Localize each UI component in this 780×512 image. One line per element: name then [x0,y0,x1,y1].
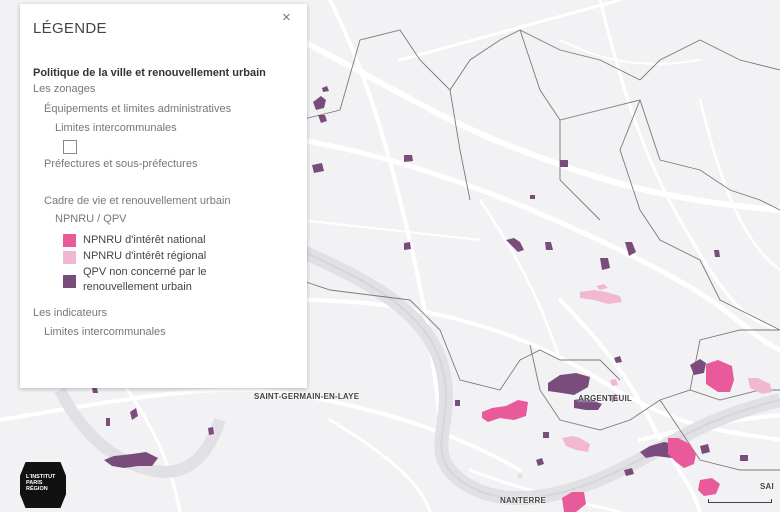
legend-section-zonages: Les zonages [33,83,96,95]
institut-paris-region-logo: L'INSTITUT PARIS RÉGION [20,462,66,508]
swatch-npnru-regional [63,251,76,264]
scale-bar [708,499,772,503]
swatch-npnru-national [63,234,76,247]
legend-qpv-line1: QPV non concerné par le [83,266,207,278]
qpv-other-zones [92,86,748,476]
legend-item-limites-intercommunales-2: Limites intercommunales [44,326,166,338]
legend-npnru-regional: NPNRU d'intérêt régional [83,250,207,262]
close-icon[interactable]: × [282,9,291,26]
label-saint-germain-en-laye: SAINT-GERMAIN-EN-LAYE [254,392,360,401]
legend-item-limites-intercommunales: Limites intercommunales [55,122,177,134]
swatch-qpv-other [63,275,76,288]
logo-text: L'INSTITUT PARIS RÉGION [26,474,56,492]
legend-item-prefectures: Préfectures et sous-préfectures [44,158,198,170]
legend-subgroup-npnru-qpv: NPNRU / QPV [55,213,127,225]
legend-qpv-line2: renouvellement urbain [83,281,192,293]
npnru-national-zones [482,360,734,512]
legend-npnru-national: NPNRU d'intérêt national [83,234,206,246]
label-argenteuil: ARGENTEUIL [578,394,632,403]
legend-title: LÉGENDE [33,20,107,37]
npnru-regional-zones [562,284,772,452]
qpv-zones[interactable] [92,86,772,512]
legend-group-equipements: Équipements et limites administratives [44,103,232,115]
prefecture-markers [298,393,587,478]
legend-heading: Politique de la ville et renouvellement … [33,67,266,79]
legend-panel: LÉGENDE × Politique de la ville et renou… [20,4,307,388]
intercommunal-boundaries [299,29,780,471]
label-nanterre: NANTERRE [500,496,547,505]
legend-group-cadre-de-vie: Cadre de vie et renouvellement urbain [44,195,231,207]
swatch-limites-intercommunales [63,140,77,154]
legend-section-indicateurs: Les indicateurs [33,307,107,319]
label-sai: SAI [760,482,774,491]
